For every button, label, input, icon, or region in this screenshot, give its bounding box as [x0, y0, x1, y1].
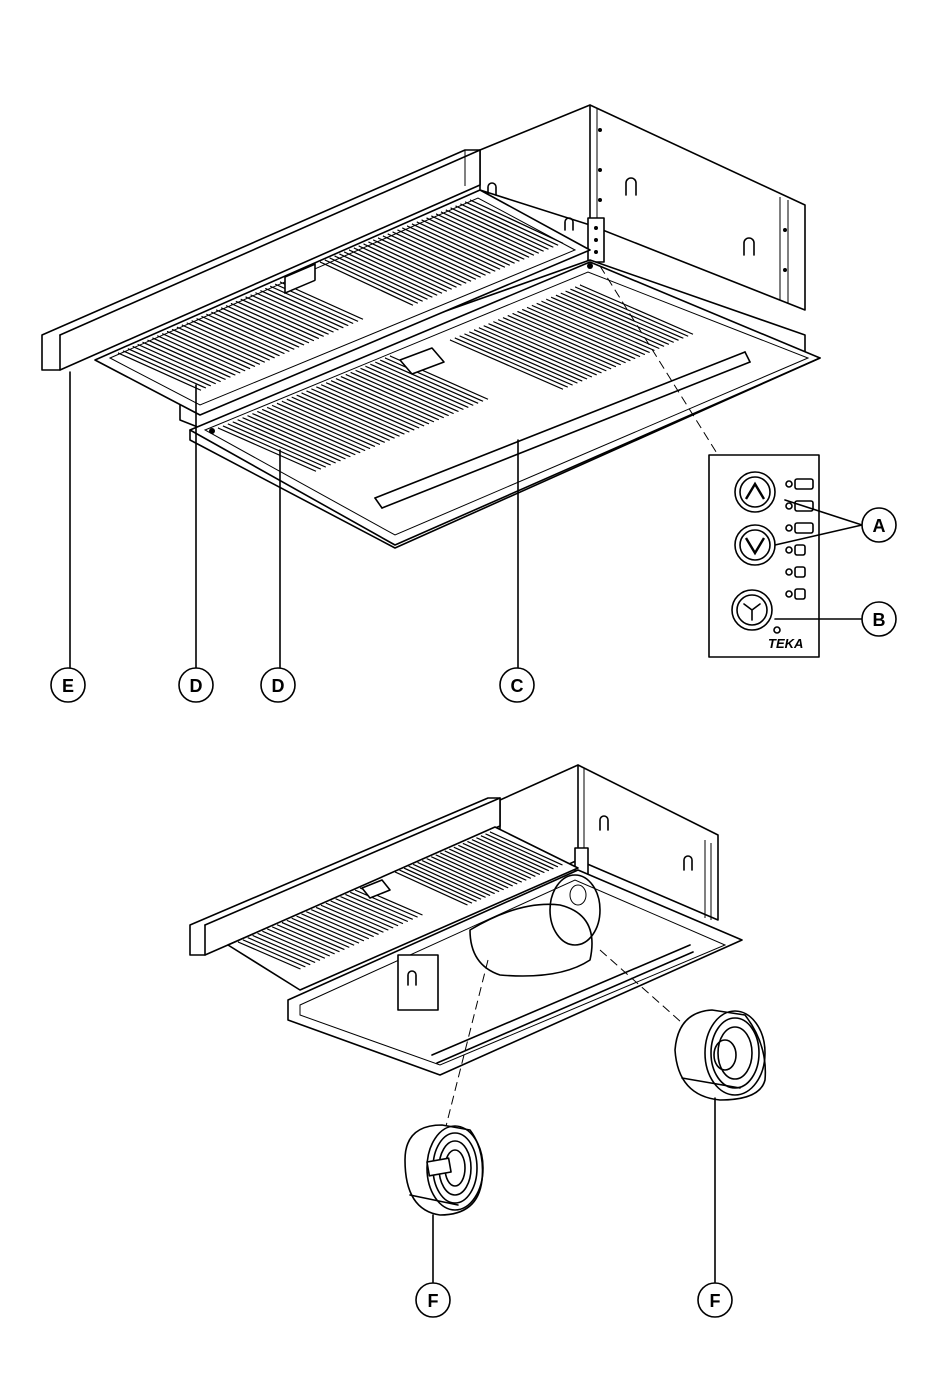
callout-f2-label: F	[710, 1291, 721, 1311]
callout-b: B	[862, 602, 896, 636]
callout-f-1: F	[416, 1283, 450, 1317]
callout-f1-label: F	[428, 1291, 439, 1311]
callout-d-1: D	[179, 668, 213, 702]
charcoal-filter-left	[405, 1125, 483, 1215]
hood-top-view: TEKA	[42, 105, 862, 668]
callout-c-label: C	[511, 676, 524, 696]
charcoal-filter-right	[675, 1010, 765, 1100]
hood-bottom-view	[190, 765, 765, 1282]
callout-f-2: F	[698, 1283, 732, 1317]
callout-d1-label: D	[190, 676, 203, 696]
callout-a-label: A	[873, 516, 886, 536]
callout-d-2: D	[261, 668, 295, 702]
callout-e: E	[51, 668, 85, 702]
callout-b-label: B	[873, 610, 886, 630]
callout-e-label: E	[62, 676, 74, 696]
motor-bracket	[398, 955, 438, 1010]
control-panel: TEKA	[709, 455, 819, 657]
callout-c: C	[500, 668, 534, 702]
callout-a: A	[862, 508, 896, 542]
callout-d2-label: D	[272, 676, 285, 696]
hinge-bracket	[588, 218, 604, 262]
brand-logo: TEKA	[768, 636, 803, 651]
